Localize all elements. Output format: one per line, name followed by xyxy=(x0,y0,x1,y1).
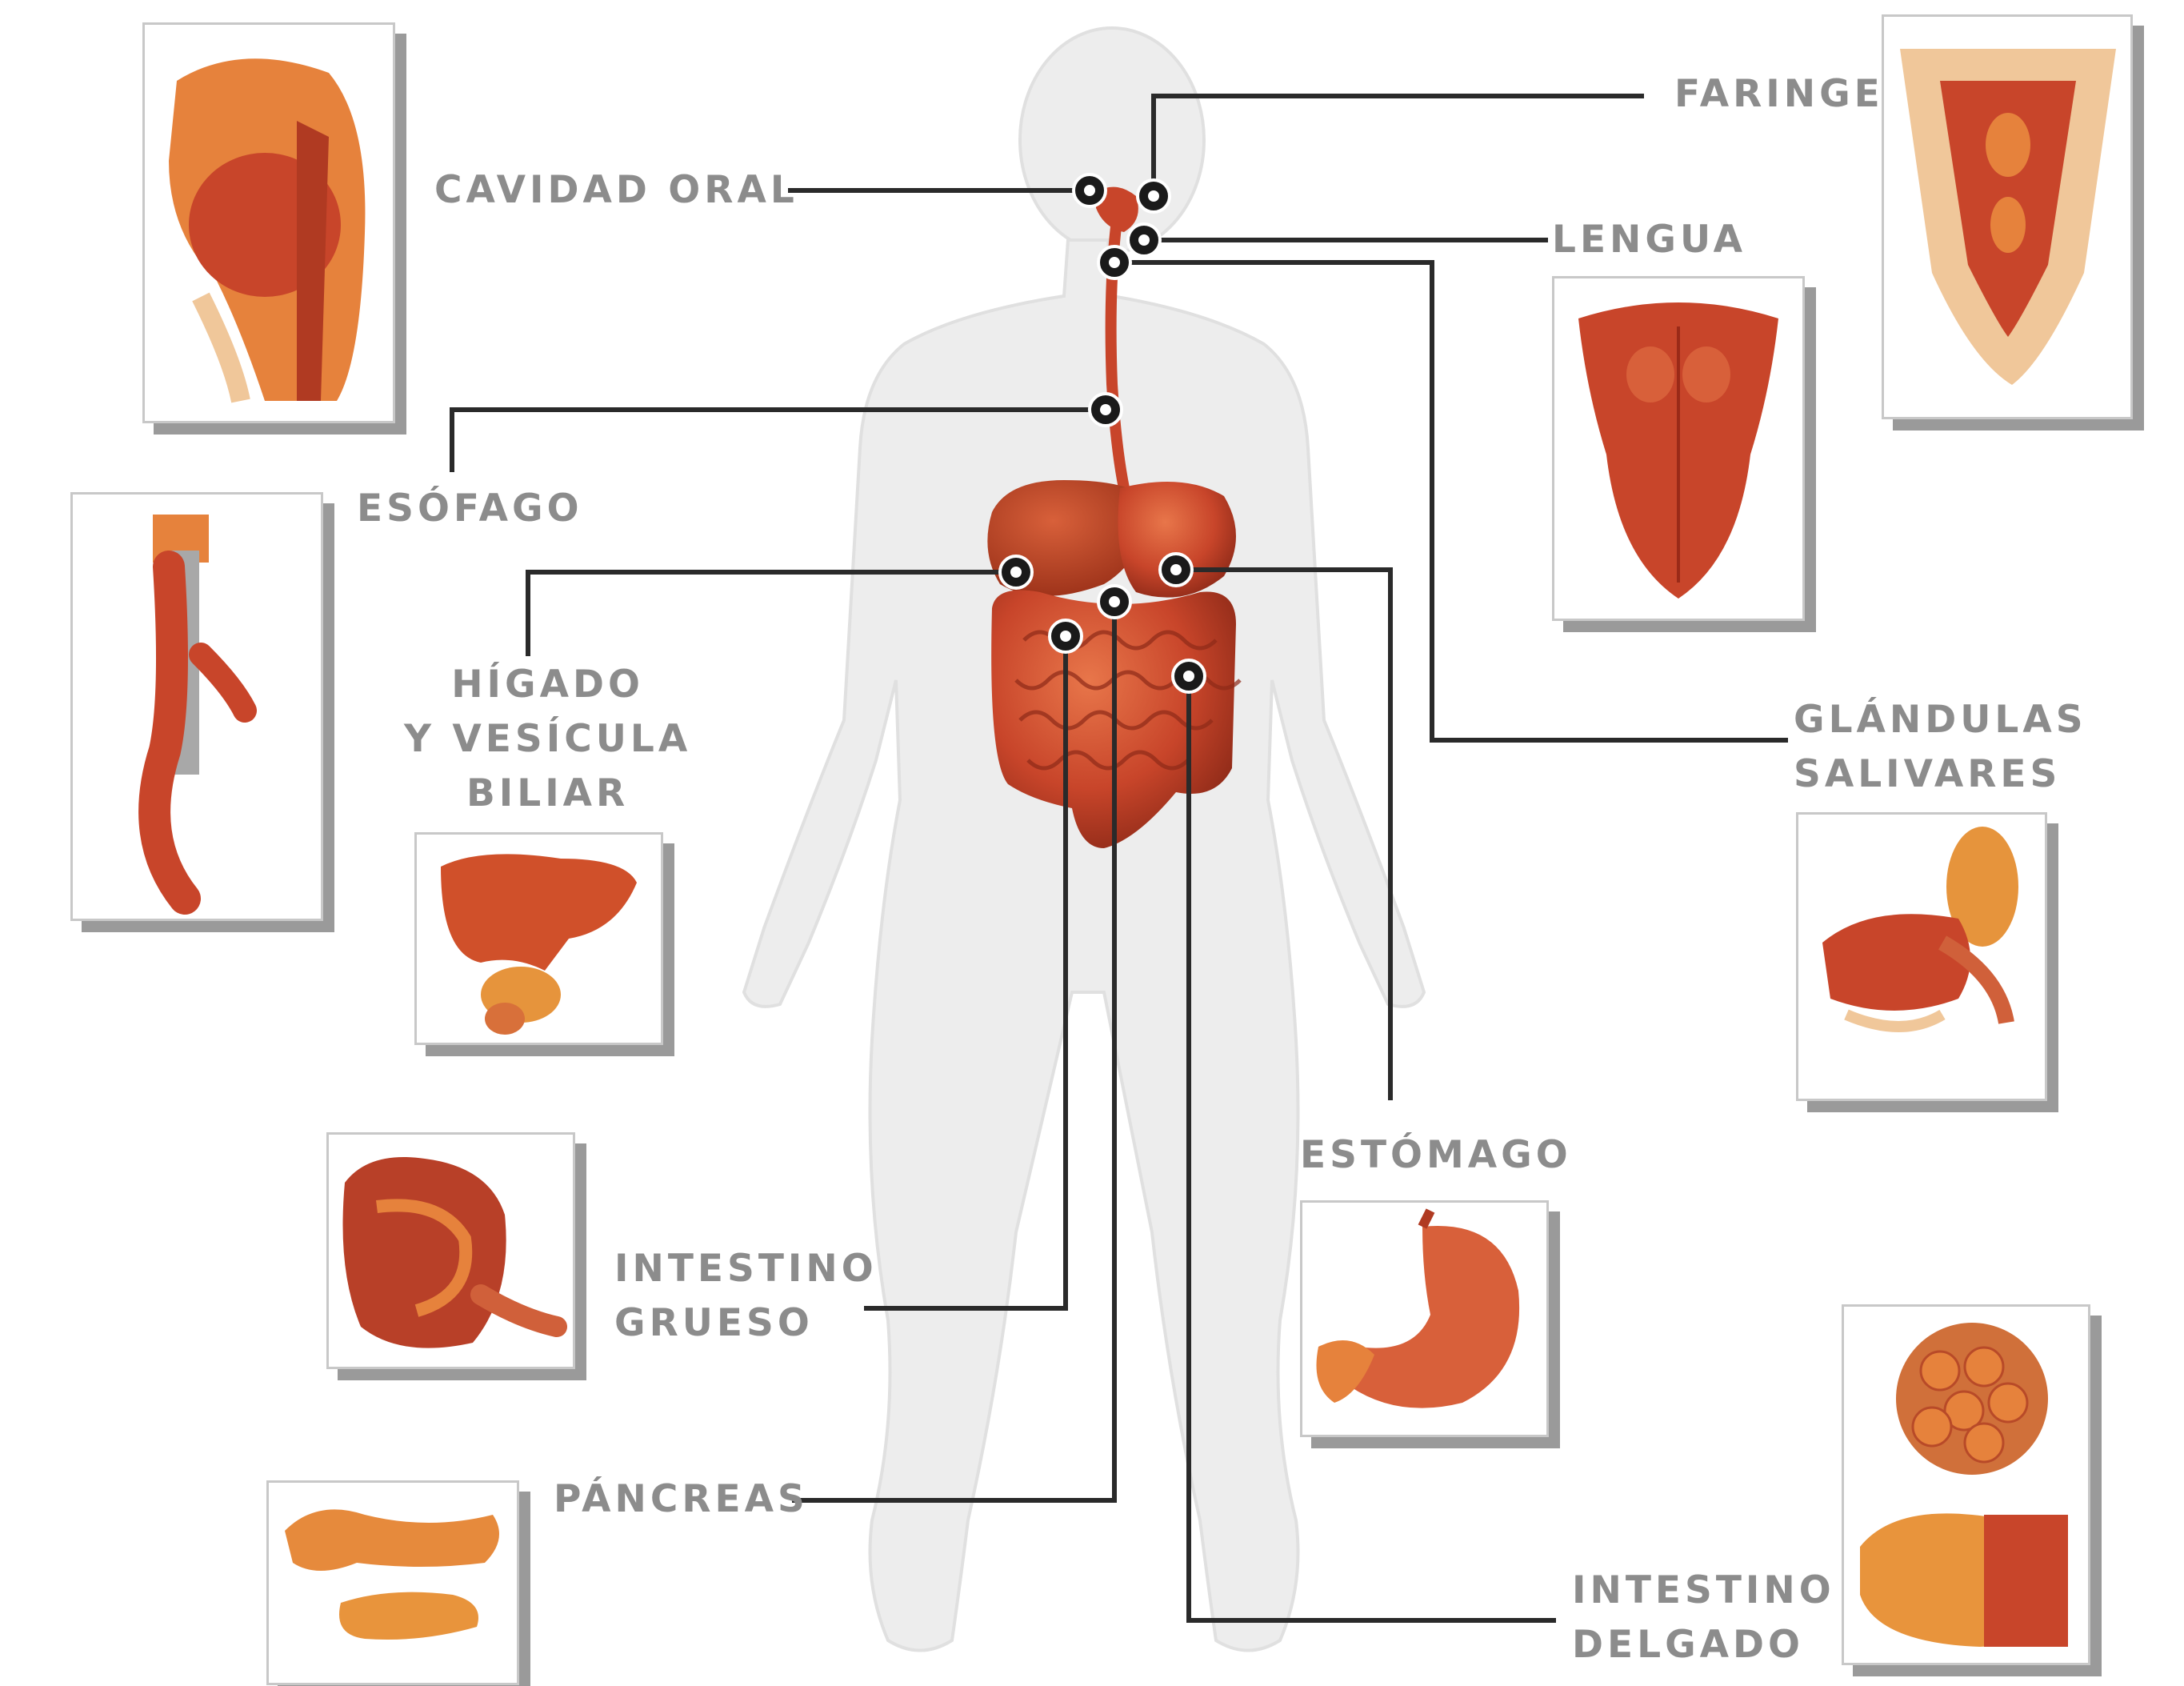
label-lengua: LENGUA xyxy=(1552,213,1746,267)
card-small-intestine xyxy=(1842,1304,2090,1665)
marker-dot xyxy=(1098,246,1130,278)
card-esophagus xyxy=(70,492,323,921)
large-intestine-illustration xyxy=(329,1135,573,1367)
label-line: GLÁNDULAS xyxy=(1794,693,2087,747)
salivary-illustration xyxy=(1798,815,2045,1099)
label-intestino-grueso: INTESTINO GRUESO xyxy=(614,1242,878,1351)
label-faringe: FARINGE xyxy=(1674,67,1884,122)
label-intestino-delgado: INTESTINO DELGADO xyxy=(1572,1564,1835,1672)
marker-dot xyxy=(1138,180,1170,212)
liver-illustration xyxy=(417,835,661,1043)
pancreas-illustration xyxy=(269,1483,517,1683)
stomach-illustration xyxy=(1302,1203,1546,1435)
label-esofago: ESÓFAGO xyxy=(357,482,583,536)
marker-dot xyxy=(1050,620,1082,652)
label-line: DELGADO xyxy=(1572,1618,1835,1672)
marker-dot xyxy=(1074,174,1106,206)
esophagus-illustration xyxy=(73,495,321,919)
card-large-intestine xyxy=(326,1132,575,1369)
marker-dot xyxy=(1128,224,1160,256)
label-line: GRUESO xyxy=(614,1296,878,1351)
label-line: INTESTINO xyxy=(614,1242,878,1296)
card-mouth-cross-section xyxy=(142,22,395,423)
small-intestine-illustration xyxy=(1844,1307,2088,1663)
label-glandulas: GLÁNDULAS SALIVARES xyxy=(1794,693,2087,802)
card-liver-gallbladder xyxy=(414,832,663,1045)
card-stomach xyxy=(1300,1200,1549,1437)
mouth-illustration xyxy=(145,25,393,421)
label-higado: HÍGADO Y VESÍCULA BILIAR xyxy=(404,658,691,821)
card-salivary-glands xyxy=(1796,812,2047,1101)
pharynx-illustration xyxy=(1884,17,2130,417)
label-pancreas: PÁNCREAS xyxy=(554,1472,809,1527)
tongue-illustration xyxy=(1554,278,1802,619)
marker-dot xyxy=(1000,556,1032,588)
label-line: SALIVARES xyxy=(1794,747,2087,802)
card-pancreas xyxy=(266,1480,519,1685)
label-estomago: ESTÓMAGO xyxy=(1300,1128,1572,1183)
card-tongue xyxy=(1552,276,1805,621)
label-line: HÍGADO xyxy=(404,658,691,712)
leader-faringe xyxy=(1154,96,1644,196)
marker-dot xyxy=(1173,660,1205,692)
label-line: BILIAR xyxy=(404,767,691,821)
label-line: INTESTINO xyxy=(1572,1564,1835,1618)
label-cavidad-oral: CAVIDAD ORAL xyxy=(434,163,798,218)
marker-dot xyxy=(1090,394,1122,426)
label-line: Y VESÍCULA xyxy=(404,712,691,767)
card-pharynx xyxy=(1882,14,2133,419)
marker-dot xyxy=(1098,586,1130,618)
marker-dot xyxy=(1160,554,1192,586)
